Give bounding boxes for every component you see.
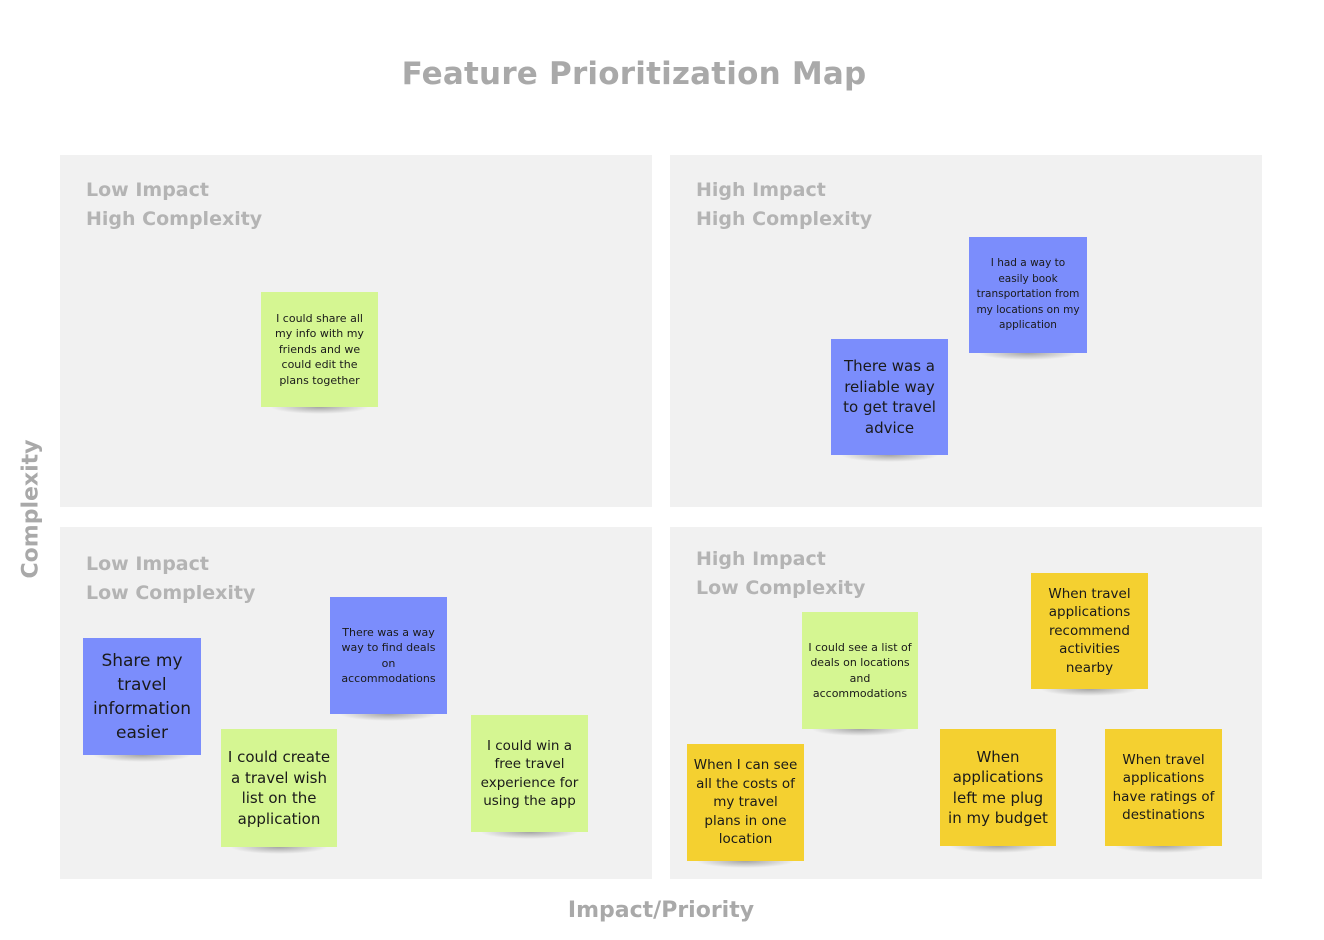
quadrant-label-complexity: Low Complexity	[86, 582, 256, 604]
quadrant-label-impact: High Impact	[696, 548, 826, 570]
page-title: Feature Prioritization Map	[401, 56, 867, 92]
sticky-note-text: When applications left me plug in my bud…	[948, 747, 1048, 828]
quadrant-label-complexity: Low Complexity	[696, 577, 866, 599]
quadrant-high-impact-high-complexity: High Impact High Complexity	[670, 155, 1262, 507]
sticky-note-text: When travel applications have ratings of…	[1112, 751, 1215, 824]
quadrant-label-impact: Low Impact	[86, 179, 209, 201]
sticky-note-recommend-activities[interactable]: When travel applications recommend activ…	[1031, 573, 1148, 696]
sticky-note-text: When I can see all the costs of my trave…	[693, 757, 798, 848]
sticky-note-text: Share my travel information easier	[92, 650, 192, 743]
sticky-note-text: I had a way to easily book transportatio…	[976, 257, 1080, 332]
sticky-note-share-easier[interactable]: Share my travel information easier	[83, 638, 201, 762]
quadrant-label: Low Impact High Complexity	[86, 176, 262, 234]
quadrant-label-impact: High Impact	[696, 179, 826, 201]
sticky-note-text: When travel applications recommend activ…	[1048, 585, 1131, 676]
sticky-note-book-transport[interactable]: I had a way to easily book transportatio…	[969, 237, 1087, 360]
sticky-note-text: I could win a free travel experience for…	[480, 737, 579, 810]
sticky-note-free-travel[interactable]: I could win a free travel experience for…	[471, 715, 588, 839]
quadrant-label: High Impact High Complexity	[696, 176, 872, 234]
y-axis-label: Complexity	[18, 439, 44, 579]
sticky-note-text: There was a reliable way to get travel a…	[843, 357, 936, 437]
sticky-note-text: There was a way way to find deals on acc…	[341, 625, 436, 686]
quadrant-label: High Impact Low Complexity	[696, 545, 865, 603]
x-axis-label: Impact/Priority	[567, 898, 755, 923]
sticky-note-find-deals[interactable]: There was a way way to find deals on acc…	[330, 597, 447, 721]
sticky-note-see-costs[interactable]: When I can see all the costs of my trave…	[687, 744, 804, 868]
sticky-note-text: I could see a list of deals on locations…	[808, 640, 912, 701]
sticky-note-text: I could share all my info with my friend…	[275, 311, 364, 387]
sticky-note-ratings[interactable]: When travel applications have ratings of…	[1105, 729, 1222, 853]
quadrant-label: Low Impact Low Complexity	[86, 550, 255, 608]
sticky-note-list-deals[interactable]: I could see a list of deals on locations…	[802, 612, 918, 736]
quadrant-label-impact: Low Impact	[86, 553, 209, 575]
sticky-note-travel-advice[interactable]: There was a reliable way to get travel a…	[831, 339, 948, 462]
sticky-note-wish-list[interactable]: I could create a travel wish list on the…	[221, 729, 337, 854]
quadrant-label-complexity: High Complexity	[86, 208, 263, 230]
quadrant-label-complexity: High Complexity	[696, 208, 873, 230]
sticky-note-share-info[interactable]: I could share all my info with my friend…	[261, 292, 378, 414]
sticky-note-plug-budget[interactable]: When applications left me plug in my bud…	[940, 729, 1056, 853]
sticky-note-text: I could create a travel wish list on the…	[227, 748, 331, 828]
